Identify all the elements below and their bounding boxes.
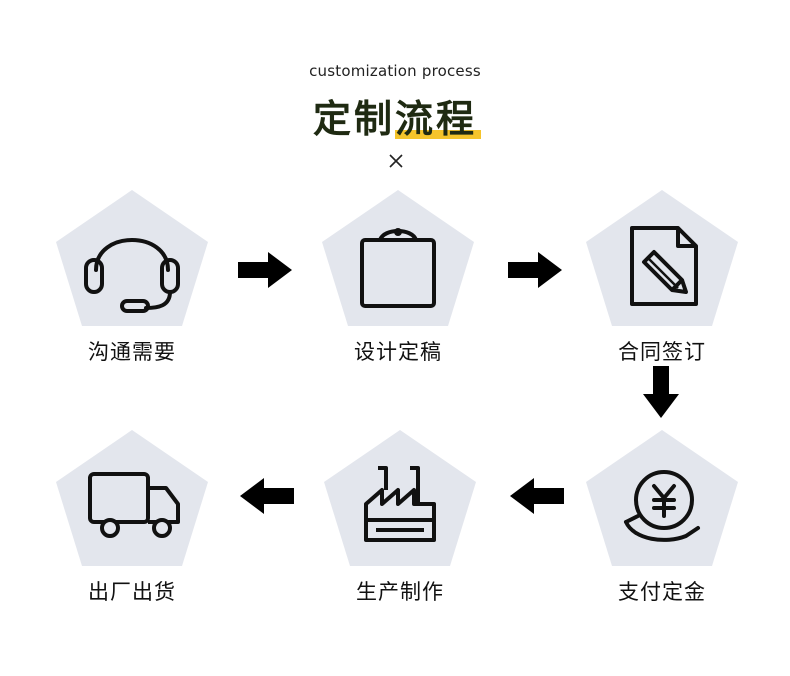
step-label: 沟通需要 <box>88 340 176 364</box>
arrow-right-icon <box>508 252 562 288</box>
headset-icon <box>84 238 180 313</box>
step-label: 出厂出货 <box>88 580 176 604</box>
step-label: 生产制作 <box>356 580 444 604</box>
factory-icon <box>364 466 436 542</box>
subtitle: customization process <box>309 62 481 80</box>
page-title-text: 定制流程 <box>312 97 477 141</box>
arrow-left-icon <box>510 478 564 514</box>
arrow-left-icon <box>240 478 294 514</box>
step-label: 合同签订 <box>618 340 706 364</box>
arrow-down-icon <box>643 366 679 418</box>
step-label: 设计定稿 <box>354 340 442 364</box>
clipboard-icon <box>360 228 436 308</box>
arrow-right-icon <box>238 252 292 288</box>
contract-pen-icon <box>630 226 698 306</box>
page-title: 定制流程 <box>312 88 481 143</box>
step-label: 支付定金 <box>618 580 706 604</box>
delivery-truck-icon <box>88 472 180 538</box>
times-icon <box>389 154 403 168</box>
yen-coin-hand-icon <box>624 470 700 542</box>
title-block: 定制流程 <box>0 88 790 143</box>
